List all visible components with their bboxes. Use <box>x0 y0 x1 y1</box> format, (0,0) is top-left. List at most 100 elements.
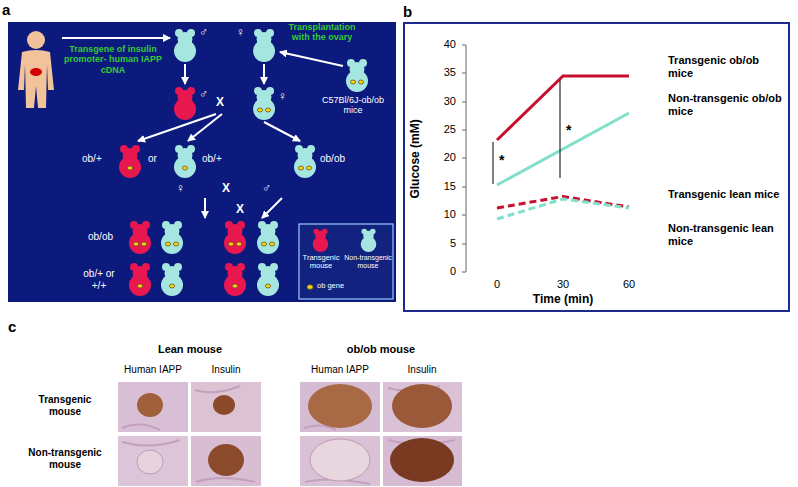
micrographs-part <box>383 436 462 486</box>
tick-label: 10 <box>428 208 456 221</box>
cross-mark: X <box>236 203 250 217</box>
chart-axis-part <box>462 102 466 103</box>
mouse-icons <box>119 29 368 296</box>
series-label: Transgenic lean mice <box>668 188 786 201</box>
significance-bars <box>493 80 560 184</box>
significance-bars-part <box>493 142 494 184</box>
micrographs-part-part <box>195 386 240 392</box>
micrographs-part-part <box>122 440 180 446</box>
micrographs-part <box>208 444 244 476</box>
micrographs-part <box>118 382 188 432</box>
micrographs-part-part <box>196 478 255 482</box>
strain-label: C57Bl/6J-ob/ob mice <box>312 95 394 116</box>
ob-gene-dots-part <box>137 284 142 288</box>
panel-letter: a <box>2 1 10 18</box>
mouse-icons-part <box>294 145 316 178</box>
stain-header: Insulin <box>186 364 266 376</box>
human-figure <box>18 31 54 108</box>
ob-gene-dots-part <box>265 108 270 112</box>
tick-label: 15 <box>428 180 456 193</box>
panel-letter: c <box>8 318 24 335</box>
sex-symbol: ♀ <box>236 26 250 40</box>
ob-gene-dots-part <box>182 166 187 170</box>
legend-box-part <box>307 285 313 290</box>
tick-label: 60 <box>619 278 639 291</box>
human-figure-part <box>27 31 45 49</box>
breeding-arrows-part <box>62 37 170 39</box>
legend-box-part <box>313 229 329 252</box>
sex-symbol: ♂ <box>199 88 213 102</box>
chart-axis <box>462 45 466 272</box>
genotype-label: ob/ob <box>88 231 126 243</box>
mouse-icons-part <box>253 87 275 120</box>
breeding-arrows-part <box>204 198 206 218</box>
mouse-icons-part <box>161 263 183 296</box>
sex-symbol: ♂ <box>199 26 213 40</box>
series-label: Non-transgenic lean mice <box>668 222 786 247</box>
significance-mark: * <box>499 152 511 168</box>
glucose-lines-part <box>497 76 629 140</box>
breeding-arrows-part <box>262 198 282 218</box>
ob-gene-dots-part <box>265 284 270 288</box>
legend-text: Non-transgenic mouse <box>343 254 393 269</box>
mouse-icons-part <box>119 145 141 178</box>
sex-symbol: ♂ <box>262 182 276 196</box>
micrographs-part <box>137 393 163 417</box>
stain-header: Human IAPP <box>113 364 193 376</box>
micrographs-part <box>118 436 188 486</box>
micrographs-part <box>191 436 261 486</box>
ob-gene-dots-part <box>306 166 311 170</box>
chart-axis-part <box>462 244 466 245</box>
axis-title: Time (min) <box>513 293 613 307</box>
ob-gene-dots-part <box>261 242 266 246</box>
tick-label: 40 <box>428 38 456 51</box>
series-label: Transgenic ob/ob mice <box>668 54 786 79</box>
genotype-label: ob/+ or +/+ <box>76 268 122 291</box>
tick-label: 30 <box>553 278 573 291</box>
column-header: ob/ob mouse <box>331 343 431 356</box>
breeding-arrows-part <box>280 52 343 66</box>
micrographs-part <box>191 382 261 432</box>
tick-label: 0 <box>428 265 456 278</box>
cross-mark: X <box>216 96 230 110</box>
micrographs-part <box>308 384 372 428</box>
ob-gene-dots-part <box>228 242 233 246</box>
ob-gene-dots-part <box>236 242 241 246</box>
tick-label: 30 <box>428 95 456 108</box>
ob-gene-dots-part <box>350 80 355 84</box>
genotype-label: ob/+ <box>82 153 116 165</box>
breeding-arrows-part <box>188 114 222 141</box>
legend-text: ob gene <box>317 282 387 290</box>
legend-box-part <box>361 229 377 252</box>
glucose-lines <box>497 76 629 219</box>
micrographs-part <box>383 382 462 432</box>
mouse-icons-part <box>161 221 183 254</box>
genotype-label: ob/+ <box>202 153 236 165</box>
tick-label: 5 <box>428 237 456 250</box>
mouse-icons-part <box>224 221 246 254</box>
chart-axis-part <box>462 187 466 188</box>
ob-gene-dots-part <box>173 242 178 246</box>
mouse-icons-part <box>174 29 196 62</box>
ob-gene-dots-part <box>269 242 274 246</box>
mouse-icons-part <box>129 221 151 254</box>
chart-axis-part <box>462 130 466 131</box>
stain-header: Human IAPP <box>300 364 380 376</box>
micrographs-part <box>300 436 380 486</box>
genotype-label: ob/ob <box>320 153 358 165</box>
ob-gene-dots-part <box>358 80 363 84</box>
chart-axis-part <box>462 215 466 216</box>
ob-gene-dots-part <box>165 242 170 246</box>
cross-mark: X <box>222 182 236 196</box>
breeding-arrows-part <box>184 64 186 84</box>
legend-box-part <box>299 224 393 299</box>
ob-gene-dots-part <box>141 242 146 246</box>
sex-symbol: ♀ <box>278 90 292 104</box>
ob-gene-dots-part <box>257 108 262 112</box>
tick-label: 20 <box>428 151 456 164</box>
tick-label: 0 <box>487 278 507 291</box>
stain-header: Insulin <box>382 364 462 376</box>
mouse-icons-part <box>253 29 275 62</box>
